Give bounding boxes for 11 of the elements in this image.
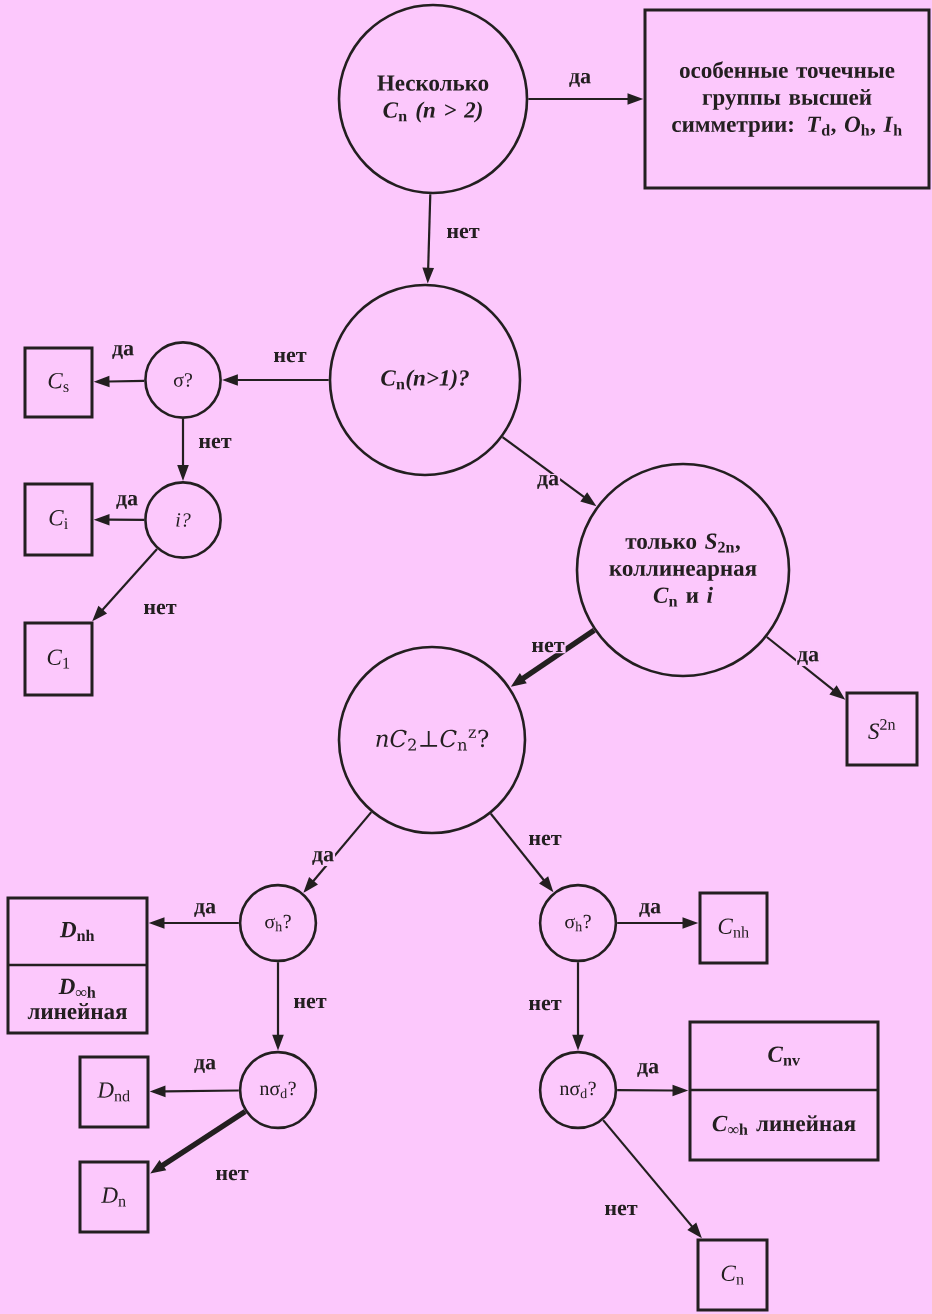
result-box: особенные точечные группы высшей симметрии: T$_{d}$, O$_{h}$, I$_{h}$ — [643, 8, 931, 190]
split-result-box: D$_{nh}$ D$_{∞h}$ линейная — [6, 896, 149, 1035]
result-box: S$^{2n}$ — [845, 691, 919, 767]
result-box: C$_{1}$ — [23, 621, 94, 697]
result-box: D$_{nd}$ — [78, 1055, 150, 1129]
result-box: C$_{n}$ — [696, 1238, 769, 1312]
result-box: D$_{n}$ — [78, 1160, 150, 1234]
result-box: C$_{s}$ — [23, 346, 94, 419]
result-box: C$_{nh}$ — [698, 891, 769, 965]
result-box: C$_{i}$ — [23, 482, 94, 557]
split-result-box: C$_{nv}$ C$_{∞h}$ линейная — [688, 1020, 880, 1162]
